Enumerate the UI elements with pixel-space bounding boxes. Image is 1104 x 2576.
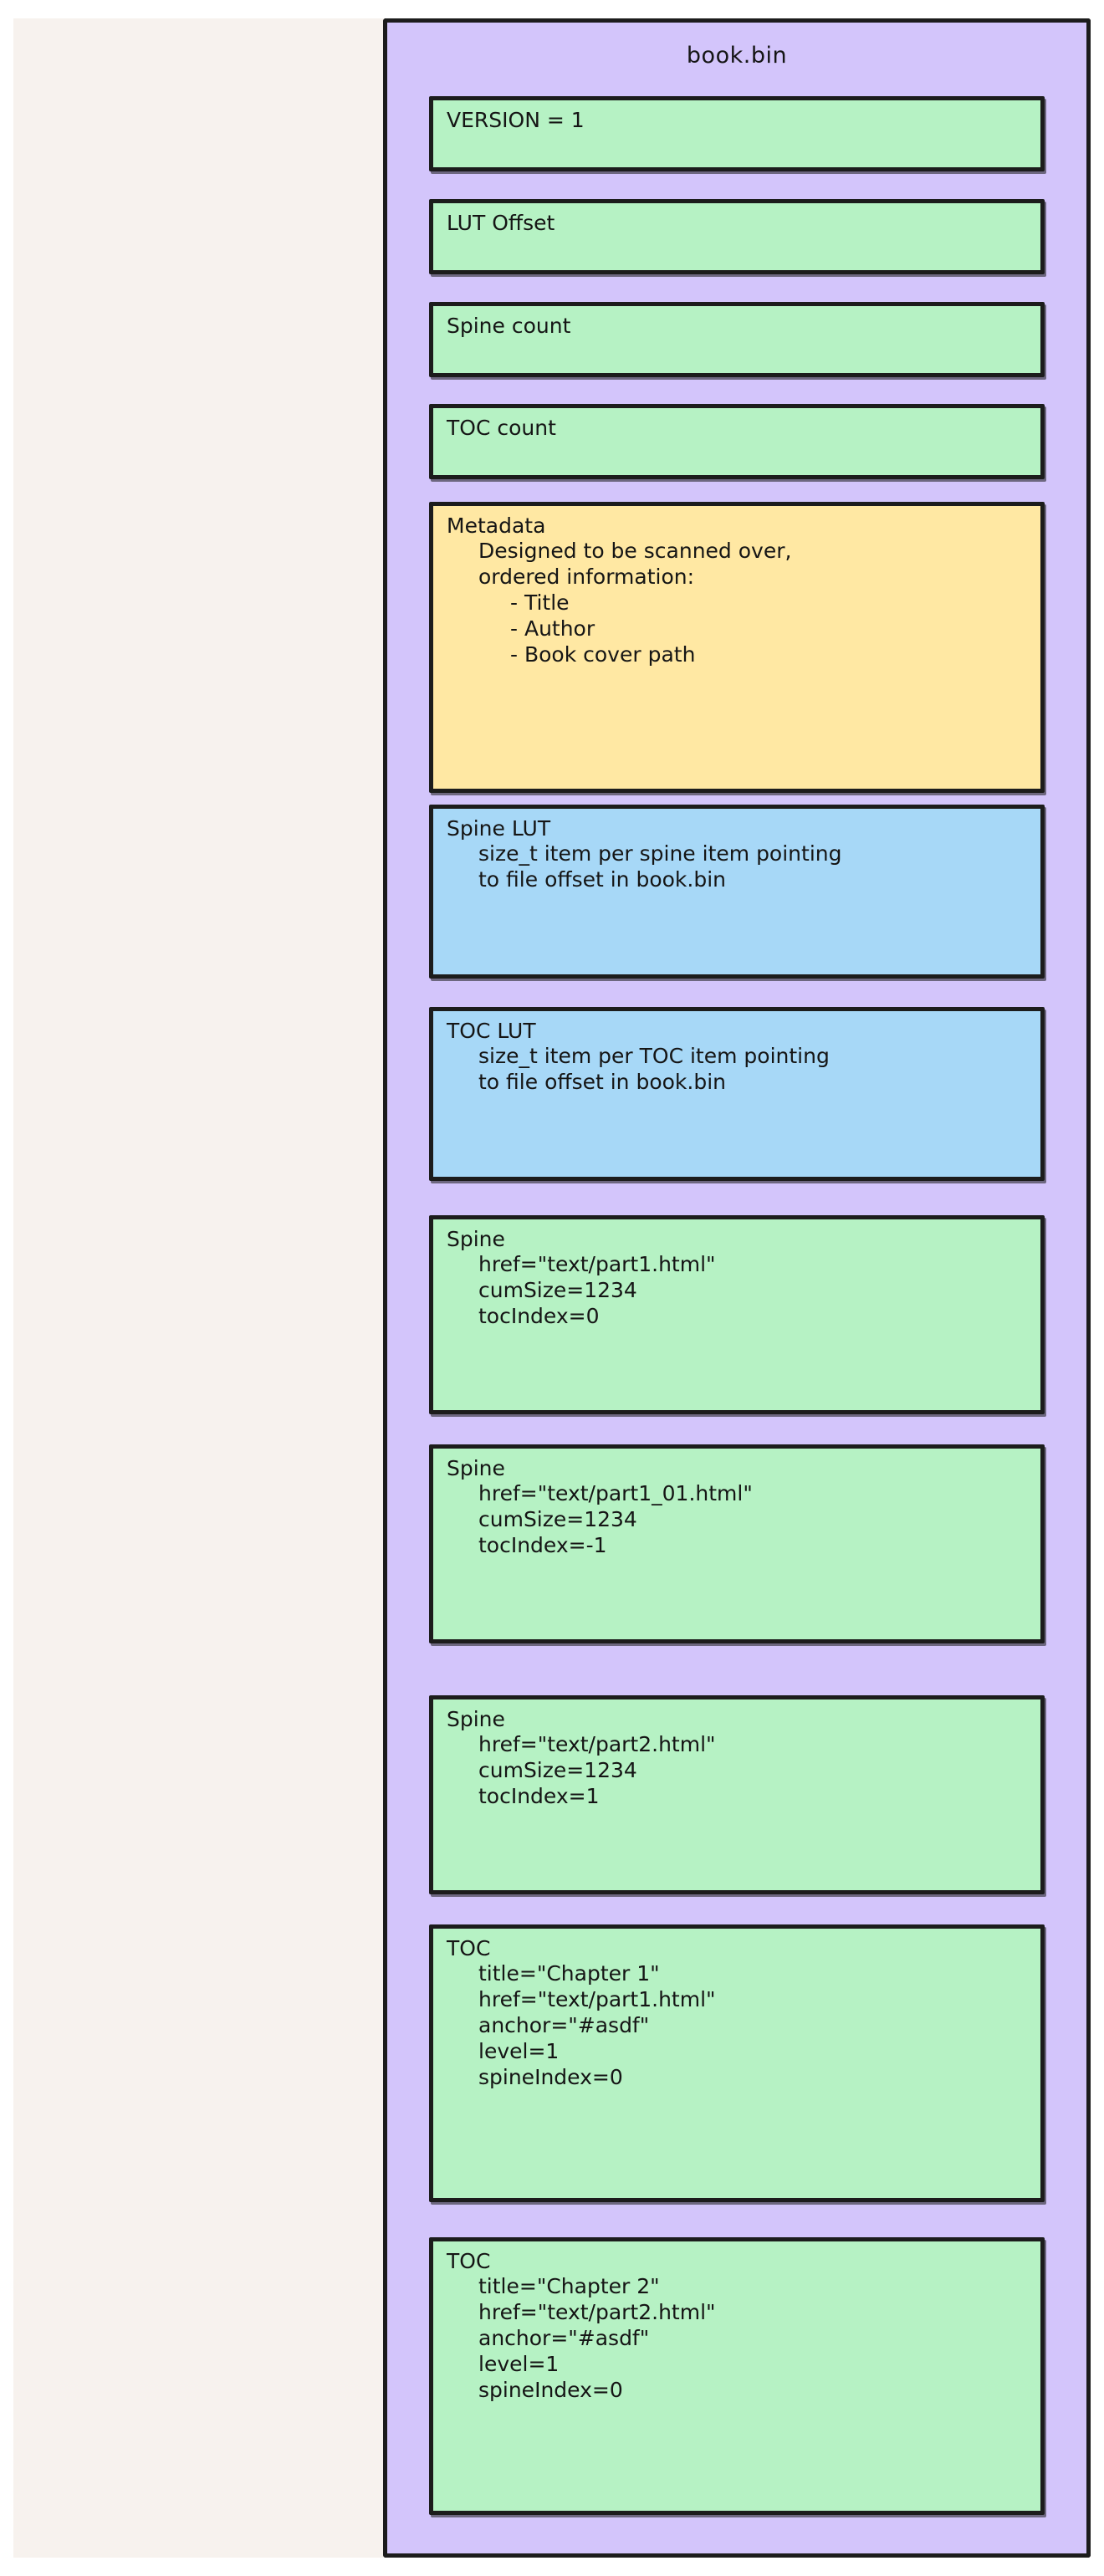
record-field-spine-1-1: cumSize=1234 bbox=[478, 1278, 637, 1302]
record-field-spine-3-0: href="text/part2.html" bbox=[478, 1732, 716, 1756]
record-field-metadata-1: ordered information: bbox=[478, 565, 695, 589]
record-field-toc-2-0: title="Chapter 2" bbox=[478, 2274, 660, 2298]
record-title-spine-lut: Spine LUT bbox=[447, 816, 551, 841]
record-field-toc-1-1: href="text/part1.html" bbox=[478, 1987, 716, 2011]
record-field-metadata-3: - Author bbox=[510, 616, 595, 641]
book-bin-title: book.bin bbox=[686, 43, 788, 69]
record-field-spine-lut-1: to file offset in book.bin bbox=[478, 867, 727, 892]
record-title-spine-3: Spine bbox=[447, 1707, 505, 1731]
record-box-version: VERSION = 1 bbox=[429, 96, 1045, 171]
record-field-spine-3-2: tocIndex=1 bbox=[478, 1784, 600, 1808]
record-field-metadata-4: - Book cover path bbox=[510, 642, 696, 667]
record-field-spine-1-2: tocIndex=0 bbox=[478, 1304, 600, 1328]
record-title-lut-offset: LUT Offset bbox=[447, 211, 555, 235]
record-field-metadata-0: Designed to be scanned over, bbox=[478, 539, 792, 563]
record-box-toc-count: TOC count bbox=[429, 404, 1045, 479]
record-field-toc-1-4: spineIndex=0 bbox=[478, 2065, 623, 2089]
record-field-toc-2-2: anchor="#asdf" bbox=[478, 2326, 650, 2350]
record-title-metadata: Metadata bbox=[447, 514, 546, 538]
record-field-toc-1-2: anchor="#asdf" bbox=[478, 2013, 650, 2037]
record-field-toc-lut-1: to file offset in book.bin bbox=[478, 1070, 727, 1094]
record-field-toc-2-4: spineIndex=0 bbox=[478, 2378, 623, 2402]
annotation-column bbox=[13, 18, 385, 2558]
record-field-spine-lut-0: size_t item per spine item pointing bbox=[478, 841, 842, 866]
record-title-toc-count: TOC count bbox=[447, 416, 556, 440]
record-field-toc-1-0: title="Chapter 1" bbox=[478, 1961, 660, 1986]
record-field-toc-2-3: level=1 bbox=[478, 2352, 560, 2376]
record-box-spine-count: Spine count bbox=[429, 302, 1045, 377]
record-title-toc-1: TOC bbox=[447, 1936, 491, 1960]
record-field-toc-1-3: level=1 bbox=[478, 2039, 560, 2063]
record-field-toc-lut-0: size_t item per TOC item pointing bbox=[478, 1044, 830, 1068]
record-field-spine-1-0: href="text/part1.html" bbox=[478, 1252, 716, 1276]
record-title-version: VERSION = 1 bbox=[447, 108, 585, 132]
record-title-spine-count: Spine count bbox=[447, 314, 571, 338]
record-box-lut-offset: LUT Offset bbox=[429, 199, 1045, 274]
record-title-toc-2: TOC bbox=[447, 2249, 491, 2273]
record-field-metadata-2: - Title bbox=[510, 590, 570, 615]
record-title-spine-2: Spine bbox=[447, 1456, 505, 1480]
record-field-spine-3-1: cumSize=1234 bbox=[478, 1758, 637, 1782]
record-field-spine-2-1: cumSize=1234 bbox=[478, 1507, 637, 1531]
record-field-spine-2-2: tocIndex=-1 bbox=[478, 1533, 607, 1557]
record-title-spine-1: Spine bbox=[447, 1227, 505, 1251]
record-field-spine-2-0: href="text/part1_01.html" bbox=[478, 1481, 753, 1505]
record-field-toc-2-1: href="text/part2.html" bbox=[478, 2300, 716, 2324]
record-title-toc-lut: TOC LUT bbox=[447, 1019, 536, 1043]
